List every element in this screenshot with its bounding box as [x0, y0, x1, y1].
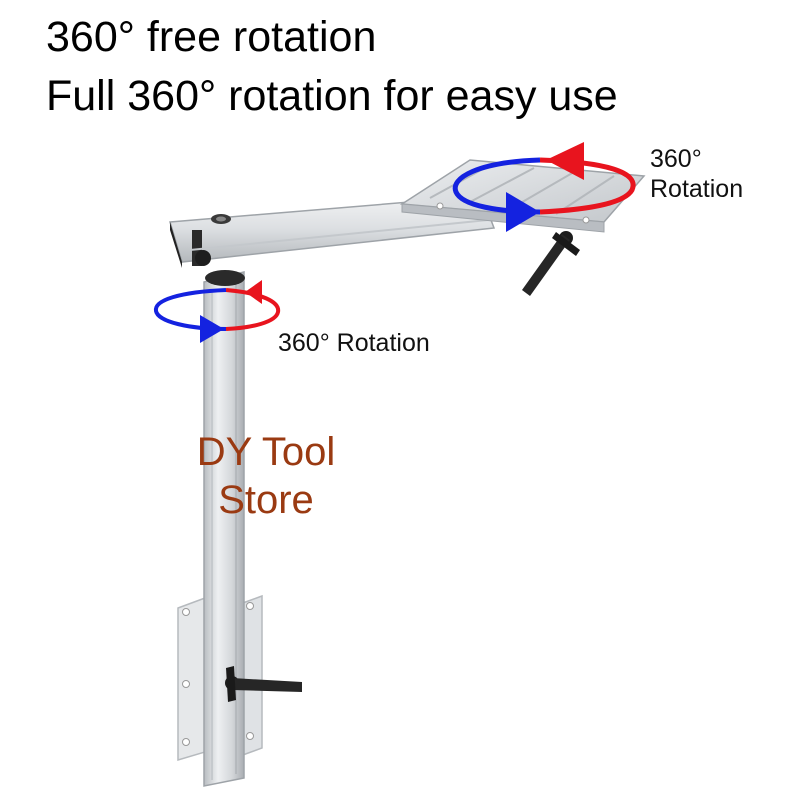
store-watermark: DY Tool Store	[196, 430, 336, 522]
post-rotation-label: 360° Rotation	[278, 329, 430, 357]
rotation-arrows-top	[452, 142, 636, 232]
arrow-left-icon	[546, 142, 584, 180]
screw-hole-icon	[246, 732, 254, 740]
screw-hole-icon	[246, 602, 254, 610]
screw-hole-icon	[182, 680, 190, 688]
vertical-post	[203, 270, 245, 787]
lever-handle-icon	[522, 231, 580, 296]
headline-line-2: Full 360° rotation for easy use	[46, 72, 618, 120]
screw-hole-icon	[182, 608, 190, 616]
arrow-left-icon	[245, 280, 262, 304]
lever-handle-icon	[225, 666, 302, 702]
headline-line-1: 360° free rotation	[46, 13, 377, 61]
arrow-right-icon	[506, 192, 540, 232]
rotation-arrows-post	[153, 280, 281, 343]
screw-hole-icon	[182, 738, 190, 746]
arrow-right-icon	[200, 315, 224, 343]
top-rotation-label-line-1: 360°	[650, 145, 702, 173]
top-rotation-label: 360° Rotation	[650, 144, 743, 204]
top-rotation-label-line-2: Rotation	[650, 175, 744, 203]
